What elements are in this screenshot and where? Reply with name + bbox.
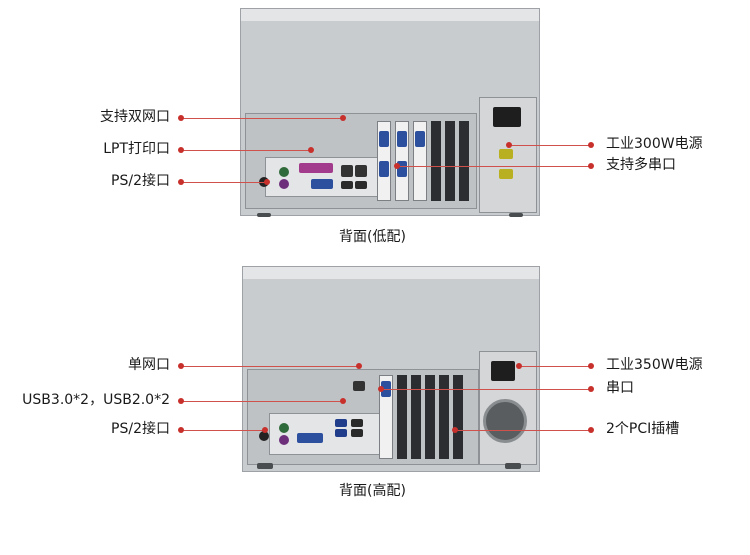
caption-low-config: 背面(低配) (339, 229, 406, 245)
lan-port (341, 165, 353, 177)
pointer-line (183, 366, 359, 367)
pointer-line (510, 145, 590, 146)
ps2-port (279, 179, 289, 189)
chassis-low-config (240, 8, 540, 217)
psu-fan-grille (483, 399, 527, 443)
expansion-slot (425, 375, 435, 459)
pointer-line (183, 182, 267, 183)
pointer-dot (378, 386, 384, 392)
chassis-foot (257, 463, 273, 469)
pointer-dot (264, 179, 270, 185)
pointer-line (382, 389, 590, 390)
lan-port (353, 381, 365, 391)
io-shield (269, 413, 381, 455)
pointer-dot (506, 142, 512, 148)
power-inlet (493, 107, 521, 127)
lpt-port (299, 163, 333, 173)
pointer-dot (178, 427, 184, 433)
pointer-line (183, 430, 265, 431)
pointer-dot (516, 363, 522, 369)
serial-port (397, 161, 407, 177)
usb2-port (351, 429, 363, 437)
pointer-dot (178, 147, 184, 153)
pointer-dot (178, 179, 184, 185)
pointer-dot (178, 398, 184, 404)
pointer-dot (340, 115, 346, 121)
expansion-slot (445, 121, 455, 201)
vga-port (311, 179, 333, 189)
expansion-slot (439, 375, 449, 459)
pointer-dot (356, 363, 362, 369)
label-usb-ports: USB3.0*2，USB2.0*2 (22, 392, 170, 408)
pointer-dot (588, 386, 594, 392)
chassis-foot (505, 463, 521, 469)
pointer-dot (588, 163, 594, 169)
power-button (259, 431, 269, 441)
usb-port (341, 181, 353, 189)
label-single-lan: 单网口 (128, 357, 170, 373)
pointer-dot (178, 363, 184, 369)
label-dual-lan: 支持双网口 (100, 109, 170, 125)
pointer-line (398, 166, 590, 167)
ps2-port (279, 423, 289, 433)
label-ps2-port: PS/2接口 (111, 421, 170, 437)
usb3-port (335, 419, 347, 427)
label-multi-serial: 支持多串口 (606, 157, 676, 173)
chassis-top-lip (243, 267, 539, 279)
caption-high-config: 背面(高配) (339, 483, 406, 499)
pointer-dot (588, 142, 594, 148)
pointer-dot (588, 427, 594, 433)
expansion-slot (459, 121, 469, 201)
chassis-foot (509, 213, 523, 217)
label-lpt-port: LPT打印口 (103, 141, 170, 157)
serial-port (397, 131, 407, 147)
chassis-high-config (242, 266, 540, 472)
chassis-top-lip (241, 9, 539, 21)
label-ps2-port: PS/2接口 (111, 173, 170, 189)
usb2-port (351, 419, 363, 427)
ps2-port (279, 435, 289, 445)
power-inlet (491, 361, 515, 381)
pointer-dot (178, 115, 184, 121)
expansion-slot (397, 375, 407, 459)
expansion-slot (453, 375, 463, 459)
usb-port (355, 181, 367, 189)
pointer-dot (262, 427, 268, 433)
pointer-line (183, 401, 343, 402)
pointer-line (520, 366, 590, 367)
expansion-slot (431, 121, 441, 201)
label-serial-port: 串口 (606, 380, 634, 396)
serial-port (415, 131, 425, 147)
usb3-port (335, 429, 347, 437)
pointer-dot (340, 398, 346, 404)
psu-switch (499, 169, 513, 179)
pointer-dot (452, 427, 458, 433)
label-psu-350w: 工业350W电源 (606, 357, 703, 373)
pointer-dot (308, 147, 314, 153)
pointer-line (183, 118, 343, 119)
serial-port (379, 131, 389, 147)
pointer-dot (588, 363, 594, 369)
label-pci-slots: 2个PCI插槽 (606, 421, 680, 437)
ps2-port (279, 167, 289, 177)
vga-port (297, 433, 323, 443)
serial-port (379, 161, 389, 177)
psu-switch (499, 149, 513, 159)
label-psu-300w: 工业300W电源 (606, 136, 703, 152)
expansion-slot (411, 375, 421, 459)
pointer-line (456, 430, 590, 431)
lan-port (355, 165, 367, 177)
pointer-line (183, 150, 311, 151)
pointer-dot (394, 163, 400, 169)
chassis-foot (257, 213, 271, 217)
